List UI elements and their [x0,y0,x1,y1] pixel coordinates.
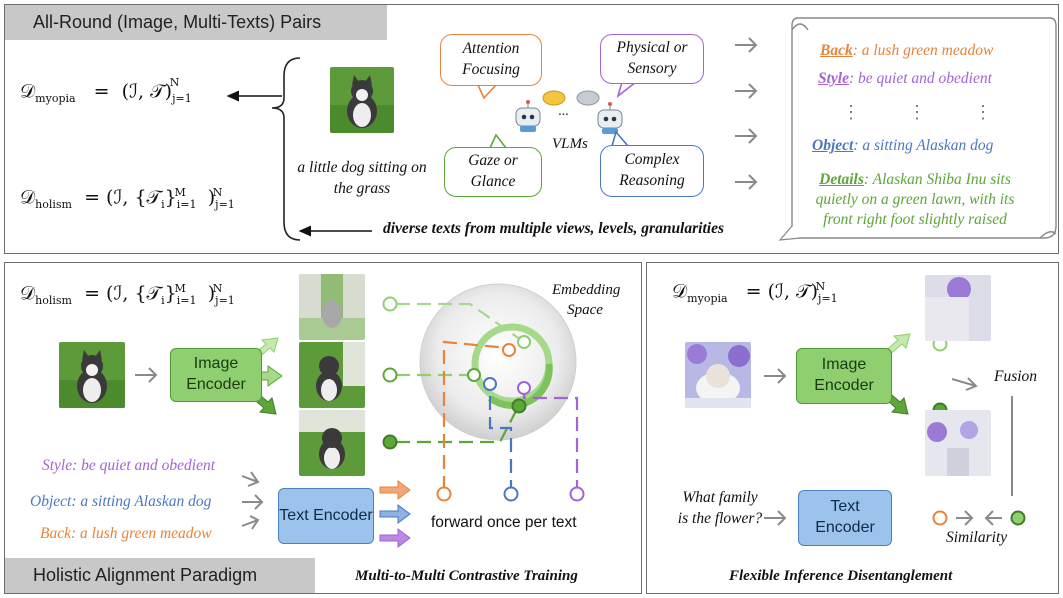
robot-icon [597,102,623,134]
myopia-subscript: myopia [35,92,76,106]
scroll-back: Back: a lush green meadow [820,42,993,60]
scroll-details-key: Details [819,171,864,188]
right-node-orange [932,510,948,526]
masked-dog-2 [299,342,365,408]
forward-text: forward once per text [431,514,577,531]
scroll-details: Details: Alaskan Shiba Inu sits quietly … [800,170,1030,230]
left-panel-title: Holistic Alignment Paradigm [5,558,315,593]
text-encoder-arrows [379,480,411,548]
gray-arrow-icon [735,37,758,190]
masked-dog-1 [299,274,365,340]
scroll-object: Object: a sitting Alaskan dog [812,137,993,155]
left-style-text: Style: be quiet and obedient [42,457,216,474]
scroll-vdots-1: ⋮ [842,102,860,122]
robot-icon [515,100,541,132]
node-blue-bottom [503,486,519,502]
embedding-label: Embedding Space [552,282,621,319]
right-caption: Flexible Inference Disentanglement [729,568,953,584]
bubble-gaze: Gaze or Glance [444,147,542,197]
diverse-text: diverse texts from multiple views, level… [383,220,724,237]
dog-caption: a little dog sitting on the grass [297,159,427,197]
left-holism-formula: 𝒟holism = (ℐ, {𝒯i}i=1M)j=1N [20,282,235,308]
scroll-vdots-2: ⋮ [908,102,926,122]
dash-orange [442,340,509,490]
right-text-encoder: Text Encoder [798,490,892,546]
right-node-green [1010,510,1026,526]
brace [271,57,301,241]
right-graphics [764,333,1026,527]
cat-masked-1 [925,275,991,341]
dash-blue [488,384,513,494]
scroll-shape [778,17,1057,241]
embedding-sphere [419,283,577,441]
myopia-formula: 𝒟myopia = (ℐ, 𝒯)j=1N [20,76,192,106]
cat-masked-2 [925,410,991,476]
node-mid-green [382,367,398,383]
right-myopia-formula: 𝒟myopia = (ℐ, 𝒯)j=1N [672,280,838,306]
cat-image [685,342,751,408]
fusion-label: Fusion [994,368,1038,385]
top-panel-title: All-Round (Image, Multi-Texts) Pairs [5,5,387,40]
bubble-physical: Physical or Sensory [600,34,704,84]
bubble-attention: Attention Focusing [440,34,542,86]
speech-bubble-icon [542,90,566,106]
speech-bubble-icon [576,90,600,106]
left-panel-title-text: Holistic Alignment Paradigm [33,565,258,585]
node-purple-bottom [569,486,585,502]
scroll-style: Style: be quiet and obedient [818,70,992,88]
left-graphics [135,283,585,548]
node-light-green [382,296,398,312]
scroll-back-key: Back [820,42,853,59]
left-dog-image [59,342,125,408]
left-object-text: Object: a sitting Alaskan dog [30,493,212,510]
left-holism-subscript: holism [35,294,72,308]
scroll-details-val: : Alaskan Shiba Inu sits quietly on a gr… [815,171,1015,229]
masked-dog-3 [299,410,365,476]
left-caption: Multi-to-Multi Contrastive Training [355,568,578,584]
node-orange-bottom [436,486,452,502]
right-myopia-subscript: myopia [687,292,728,306]
vlms-dots: ··· [558,108,569,123]
scroll-vdots-3: ⋮ [974,102,992,122]
scroll-style-key: Style [818,70,849,87]
scroll-object-key: Object [812,137,854,154]
holism-formula: 𝒟holism = (ℐ, {𝒯i}i=1M)j=1N [20,186,235,212]
left-back-text: Back: a lush green meadow [40,525,212,542]
node-dark-green [382,434,398,450]
scroll-back-val: : a lush green meadow [852,42,994,59]
right-image-encoder: Image Encoder [796,348,892,404]
question-text: What family is the flower? [677,489,763,527]
left-text-encoder: Text Encoder [278,488,374,544]
top-graphics [226,17,1057,241]
bubble-complex: Complex Reasoning [600,145,704,197]
scroll-object-val: : a sitting Alaskan dog [853,137,994,154]
dog-image [330,67,394,133]
vlms-label: VLMs [552,136,588,152]
dash-light-green [396,302,525,343]
left-image-encoder: Image Encoder [170,348,262,402]
holism-subscript: holism [35,198,72,212]
dash-dark-green [396,406,519,444]
top-panel-title-text: All-Round (Image, Multi-Texts) Pairs [33,12,322,32]
similarity-label: Similarity [946,529,1008,546]
scroll-style-val: : be quiet and obedient [849,70,992,87]
gray-arrow-icon [135,367,264,530]
